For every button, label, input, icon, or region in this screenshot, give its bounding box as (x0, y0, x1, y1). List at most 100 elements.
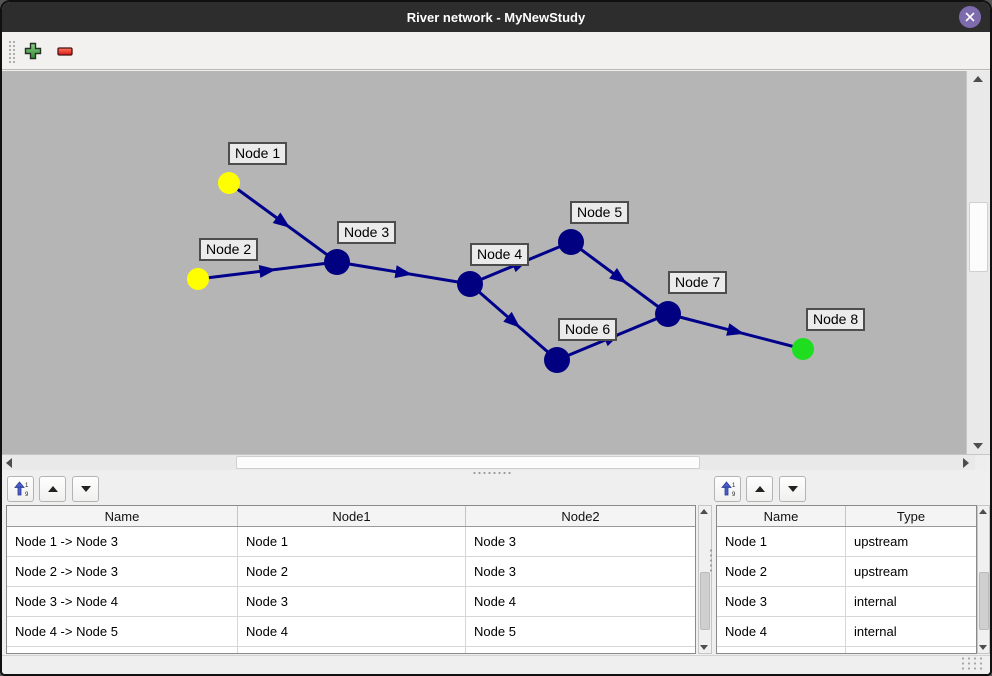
table-cell[interactable]: Node 2 -> Node 3 (7, 557, 238, 586)
flow-direction-arrow-icon (726, 323, 745, 336)
column-header[interactable]: Name (717, 506, 846, 526)
table-cell[interactable]: Node 3 -> Node 4 (7, 587, 238, 616)
add-node-button[interactable] (19, 37, 46, 64)
table-cell[interactable]: Node 1 -> Node 3 (7, 527, 238, 556)
table-cell[interactable] (717, 647, 846, 653)
column-header[interactable]: Type (896, 508, 926, 524)
table-cell[interactable]: Node 3 (474, 564, 516, 579)
table-cell[interactable] (7, 647, 238, 653)
river-node[interactable] (544, 347, 570, 373)
scrollbar-corner (975, 454, 990, 470)
reaches-sort-button[interactable]: 1 9 (7, 476, 34, 502)
table-cell[interactable]: Node 4 (474, 594, 516, 609)
reaches-table-scrollbar[interactable] (698, 505, 712, 654)
nodes-scroll-thumb[interactable] (979, 572, 989, 630)
table-row[interactable]: Node 4 internal (717, 617, 976, 647)
nodes-sort-button[interactable]: 1 9 (714, 476, 741, 502)
remove-node-button[interactable] (51, 37, 78, 64)
river-node[interactable] (655, 301, 681, 327)
close-button[interactable] (959, 6, 981, 28)
table-cell[interactable]: Node 4 (238, 617, 466, 646)
titlebar: River network - MyNewStudy (2, 2, 990, 32)
table-row[interactable]: Node 1 upstream (717, 527, 976, 557)
reaches-move-up-button[interactable] (39, 476, 66, 502)
table-cell[interactable]: Node 4 (717, 617, 846, 646)
table-cell[interactable]: Node 2 (238, 557, 466, 586)
canvas-hscroll-thumb[interactable] (236, 456, 700, 469)
table-header-row: Name Type (717, 506, 976, 527)
resize-grip-icon[interactable] (960, 656, 982, 671)
table-cell[interactable] (466, 647, 695, 653)
table-cell[interactable]: Node 1 (238, 527, 466, 556)
table-cell[interactable]: Node 4 -> Node 5 (7, 617, 238, 646)
table-row[interactable] (717, 647, 976, 653)
horizontal-splitter[interactable] (2, 470, 990, 476)
node-label: Node 6 (558, 318, 618, 341)
table-cell[interactable]: internal (854, 624, 897, 639)
canvas-vscroll-thumb[interactable] (969, 202, 988, 272)
table-cell[interactable]: Node 1 (717, 527, 846, 556)
reaches-scroll-thumb[interactable] (700, 572, 710, 630)
river-node[interactable] (792, 338, 814, 360)
scroll-down-icon[interactable] (979, 645, 987, 650)
move-up-icon (47, 486, 58, 492)
table-cell[interactable]: Node 3 (474, 534, 516, 549)
column-header[interactable]: Node1 (238, 506, 466, 526)
scroll-up-icon[interactable] (979, 509, 987, 514)
canvas-horizontal-scrollbar[interactable] (2, 454, 975, 470)
table-row[interactable]: Node 3 internal (717, 587, 976, 617)
column-header[interactable]: Name (7, 506, 238, 526)
canvas-vertical-scrollbar[interactable] (966, 71, 990, 454)
reaches-move-down-button[interactable] (72, 476, 99, 502)
table-cell[interactable]: Node 3 (238, 587, 466, 616)
table-cell[interactable]: upstream (854, 564, 909, 579)
move-up-icon (754, 486, 765, 492)
remove-icon (56, 46, 73, 56)
svg-text:1: 1 (25, 483, 29, 489)
node-label: Node 4 (470, 243, 530, 266)
nodes-table-scrollbar[interactable] (977, 505, 990, 654)
node-label: Node 5 (570, 201, 630, 224)
toolbar-drag-handle[interactable] (8, 40, 17, 63)
table-cell[interactable] (846, 647, 976, 653)
table-cell[interactable]: upstream (854, 534, 909, 549)
scroll-up-icon[interactable] (700, 509, 708, 514)
toolbar (2, 32, 990, 70)
scroll-down-icon[interactable] (973, 443, 983, 449)
close-icon (965, 12, 975, 22)
river-node[interactable] (558, 229, 584, 255)
scroll-down-icon[interactable] (700, 645, 708, 650)
river-node[interactable] (324, 249, 350, 275)
river-node[interactable] (218, 172, 240, 194)
river-node[interactable] (457, 271, 483, 297)
flow-direction-arrow-icon (258, 265, 277, 278)
table-cell[interactable]: Node 3 (717, 587, 846, 616)
scroll-up-icon[interactable] (973, 76, 983, 82)
column-header[interactable]: Node2 (561, 508, 600, 524)
table-cell[interactable]: Node 2 (717, 557, 846, 586)
svg-text:9: 9 (25, 492, 29, 497)
window-title: River network - MyNewStudy (406, 9, 586, 25)
nodes-move-down-button[interactable] (779, 476, 806, 502)
node-label: Node 3 (337, 221, 397, 244)
vertical-splitter-handle[interactable] (709, 548, 714, 574)
scroll-left-icon[interactable] (6, 458, 12, 468)
move-down-icon (787, 486, 798, 492)
scroll-right-icon[interactable] (963, 458, 969, 468)
table-cell[interactable]: internal (854, 594, 897, 609)
nodes-move-up-button[interactable] (746, 476, 773, 502)
river-node[interactable] (187, 268, 209, 290)
table-cell[interactable]: Node 5 (474, 624, 516, 639)
table-row[interactable]: Node 2 upstream (717, 557, 976, 587)
flow-direction-arrow-icon (503, 311, 521, 328)
table-row[interactable] (7, 647, 695, 653)
table-cell[interactable] (238, 647, 466, 653)
